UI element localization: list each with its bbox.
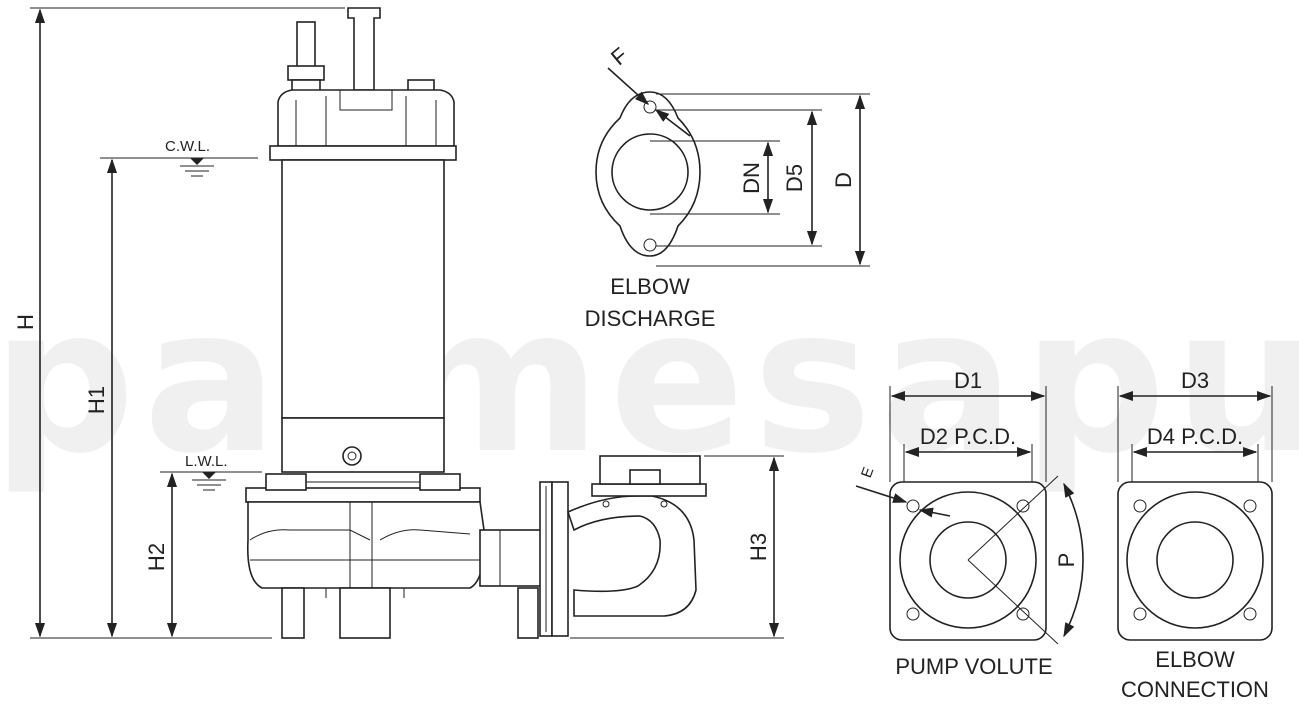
dim-f-label: F: [606, 42, 632, 70]
elbow-discharge-caption-2: DISCHARGE: [585, 306, 716, 331]
pump-side-view: H H1 C.W.L. L.W.L. H2: [13, 7, 784, 639]
dim-d2-label: D2 P.C.D.: [920, 424, 1016, 449]
elbow-connection-caption-2: CONNECTION: [1121, 677, 1269, 702]
dim-h3-label: H3: [746, 533, 771, 561]
dim-d1-label: D1: [954, 368, 982, 393]
dim-dn-label: DN: [739, 162, 764, 194]
pump-volute-view: D1 D2 P.C.D. E P PUMP VOLUTE: [855, 368, 1084, 679]
lwl-label: L.W.L.: [185, 453, 228, 470]
elbow-discharge-caption-1: ELBOW: [610, 274, 690, 299]
lwl-water-level-icon: [202, 472, 216, 479]
elbow-connection-view: D3 D4 P.C.D. ELBOW CONNECTION: [1117, 368, 1273, 702]
dim-h-label: H: [13, 314, 38, 330]
pump-volute-caption: PUMP VOLUTE: [895, 654, 1052, 679]
cwl-water-level-icon: [190, 158, 204, 165]
dim-d4-label: D4 P.C.D.: [1147, 424, 1243, 449]
elbow-discharge-view: F DN D5 D ELBOW DISCHARGE: [585, 42, 870, 331]
dim-d5-label: D5: [782, 164, 807, 192]
dim-d3-label: D3: [1181, 368, 1209, 393]
dim-h1-label: H1: [84, 386, 109, 414]
cwl-label: C.W.L.: [165, 138, 210, 155]
elbow-connection-caption-1: ELBOW: [1155, 647, 1235, 672]
dim-d-label: D: [831, 172, 856, 188]
dim-h2-label: H2: [144, 543, 169, 571]
dim-p-label: P: [1054, 553, 1079, 568]
